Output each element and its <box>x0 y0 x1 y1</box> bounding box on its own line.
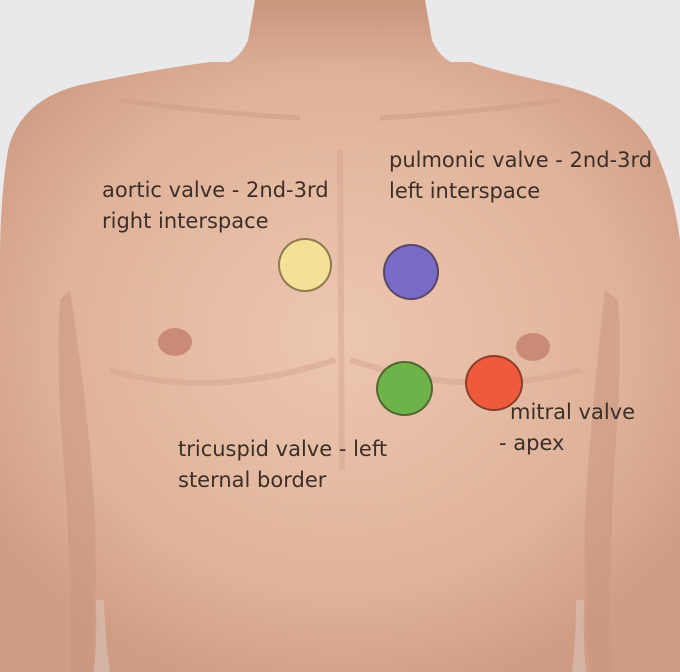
mitral-valve-label-line-1: mitral valve <box>510 400 636 424</box>
mitral-valve-label: mitral valve - apex <box>499 397 635 459</box>
pulmonic-valve-marker <box>383 244 439 300</box>
right-arm-shadow <box>584 290 620 672</box>
right-gap <box>572 600 586 672</box>
aortic-valve-marker <box>278 238 332 292</box>
clavicle-right <box>379 97 561 121</box>
tricuspid-valve-label: tricuspid valve - left sternal border <box>178 434 387 496</box>
clavicle-left <box>119 97 301 121</box>
tricuspid-valve-label-line-2: sternal border <box>178 468 327 492</box>
neck <box>210 0 470 70</box>
aortic-valve-label-line-1: aortic valve - 2nd-3rd <box>102 178 329 202</box>
pulmonic-valve-label: pulmonic valve - 2nd-3rd left interspace <box>389 145 652 207</box>
mitral-valve-label-line-2: - apex <box>499 431 565 455</box>
tricuspid-valve-label-line-1: tricuspid valve - left <box>178 437 388 461</box>
sternum <box>337 149 345 471</box>
pectoral-left <box>109 357 336 386</box>
pulmonic-valve-label-line-2: left interspace <box>389 179 541 203</box>
nipple-right <box>516 333 550 361</box>
tricuspid-valve-marker <box>376 361 433 416</box>
left-arm-shadow <box>58 290 96 672</box>
pulmonic-valve-label-line-1: pulmonic valve - 2nd-3rd <box>389 148 653 172</box>
left-gap <box>94 600 110 672</box>
aortic-valve-label: aortic valve - 2nd-3rd right interspace <box>102 175 329 237</box>
mitral-valve-marker <box>465 355 523 411</box>
aortic-valve-label-line-2: right interspace <box>102 209 269 233</box>
nipple-left <box>158 328 192 356</box>
